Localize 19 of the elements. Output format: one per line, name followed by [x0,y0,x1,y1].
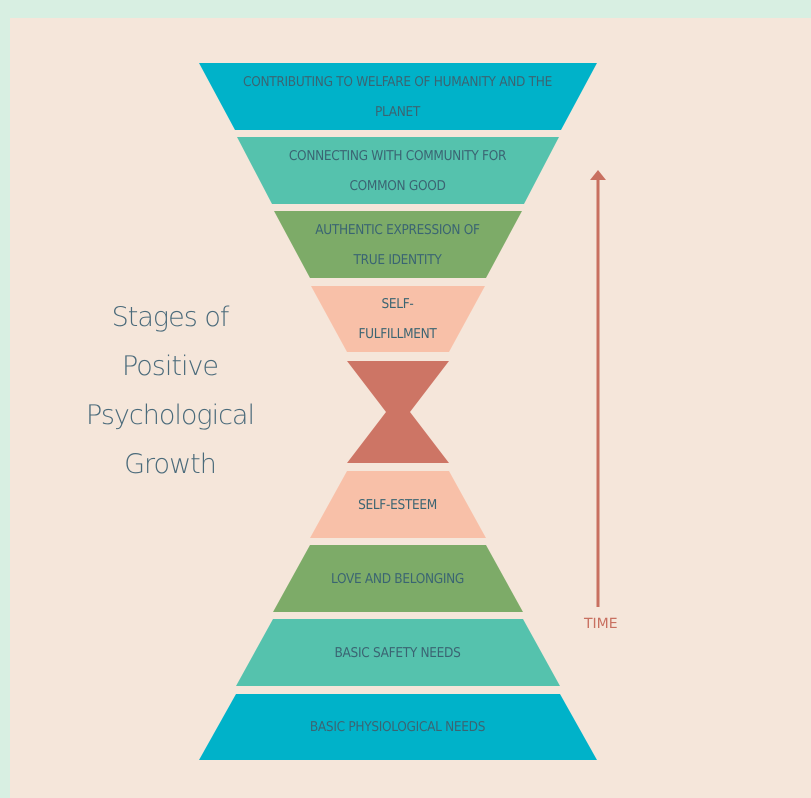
stage-trapezoid [310,286,484,352]
stage-label: CONNECTING WITH COMMUNITY FOR COMMON GOOD [288,146,508,196]
title: Stages of Positive Psychological Growth [85,301,255,482]
stage-trapezoid [310,471,486,538]
stage-trapezoid [274,211,522,278]
stage-label: LOVE AND BELONGING [330,570,466,588]
stage-trapezoid [236,137,558,204]
stage-trapezoid [198,694,596,760]
stage-trapezoid [236,619,560,686]
stage-label: CONTRIBUTING TO WELFARE OF HUMANITY AND THE PLANET [242,72,553,122]
stage-label: BASIC SAFETY NEEDS [334,644,462,662]
axis-label: TIME [584,616,618,632]
hourglass-shape [346,361,448,463]
stage-trapezoid [198,63,596,130]
stage-trapezoid [272,545,522,612]
stage-label: AUTHENTIC EXPRESSION OF TRUE IDENTITY [314,220,481,270]
stage-label: SELF-ESTEEM [357,496,438,514]
stage-label: SELF-FULFILLMENT [357,295,438,344]
stage-label: BASIC PHYSIOLOGICAL NEEDS [308,718,486,737]
